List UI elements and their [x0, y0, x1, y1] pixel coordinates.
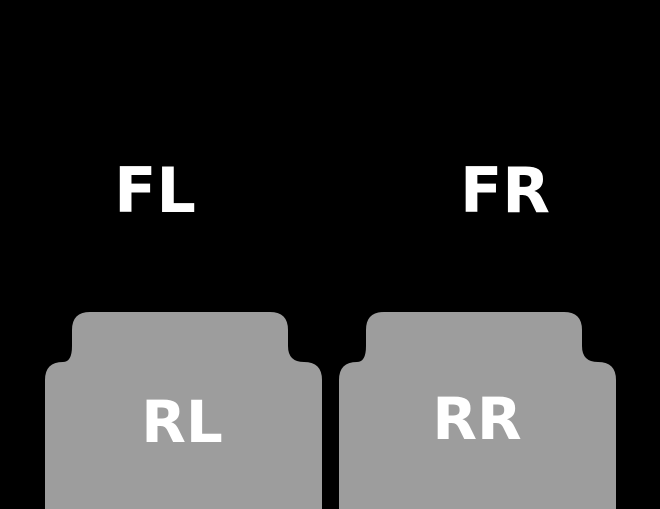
rear-right-mat-shape[interactable]: [339, 312, 616, 509]
rear-left-label: RL: [141, 388, 223, 456]
front-left-label: FL: [114, 154, 196, 227]
rear-right-mat-path[interactable]: [339, 312, 616, 509]
rear-left-mat-path[interactable]: [45, 312, 322, 509]
front-right-label: FR: [459, 154, 551, 227]
rear-left-mat-shape[interactable]: [45, 312, 322, 509]
rear-right-label: RR: [432, 385, 522, 453]
